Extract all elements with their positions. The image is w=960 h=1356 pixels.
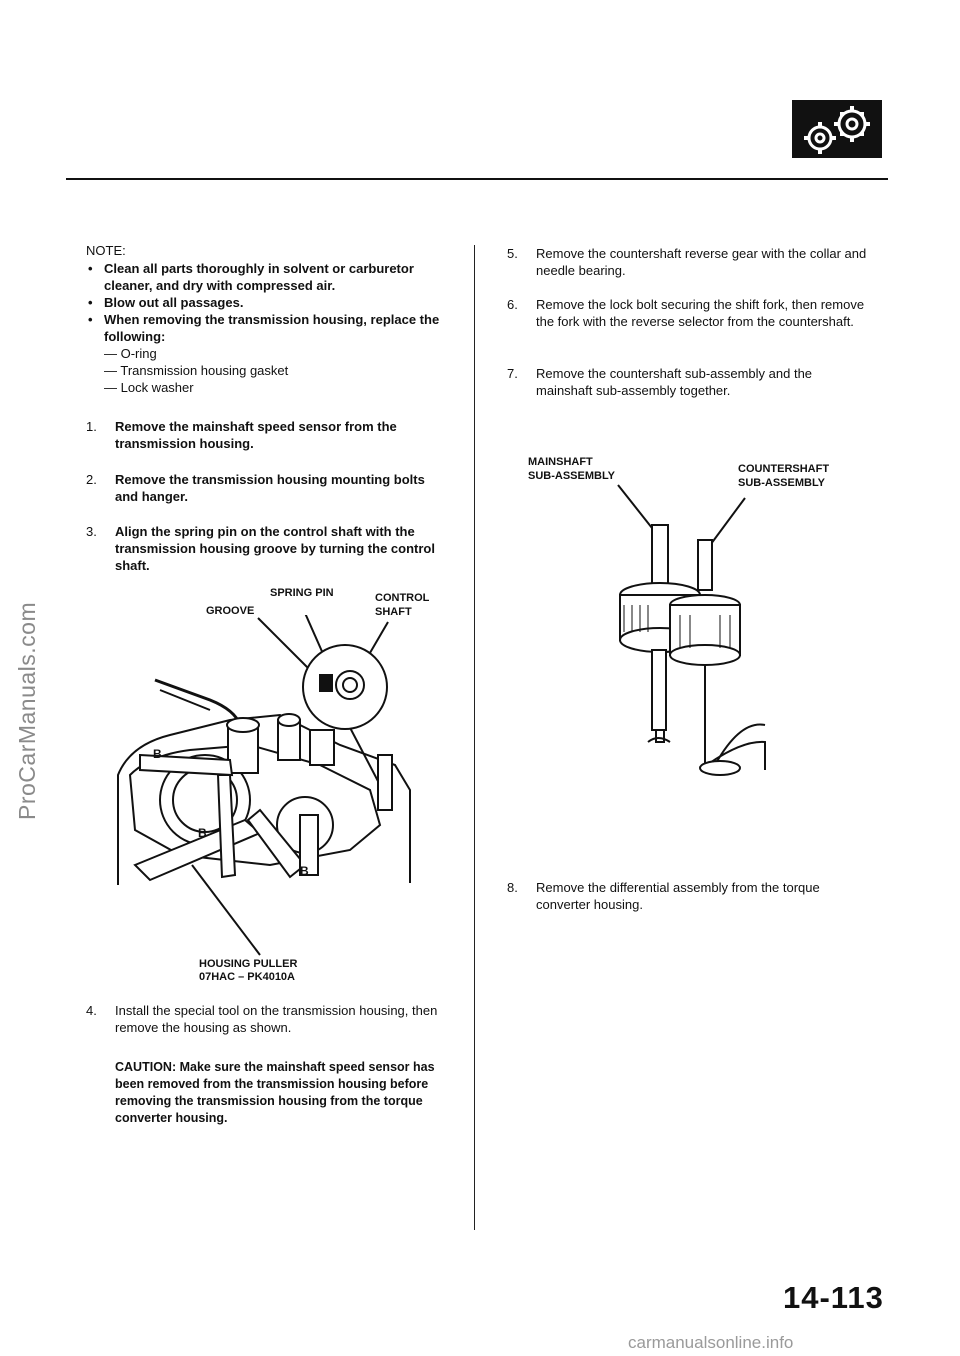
label-mainshaft-2: SUB-ASSEMBLY xyxy=(528,470,615,482)
label-tool-number: 07HAC – PK4010A xyxy=(199,971,295,983)
label-housing-puller: HOUSING PULLER xyxy=(199,958,298,970)
step-text: Align the spring pin on the control shaf… xyxy=(115,524,435,573)
label-groove: GROOVE xyxy=(206,605,255,617)
page-number: 14-113 xyxy=(783,1280,884,1315)
label-control-shaft-2: SHAFT xyxy=(375,606,412,618)
label-control-shaft-1: CONTROL xyxy=(375,592,430,604)
replace-list: — O-ring — Transmission housing gasket —… xyxy=(104,345,448,396)
step-text: Install the special tool on the transmis… xyxy=(115,1003,438,1035)
step-number: 6. xyxy=(507,297,518,312)
step-text: Remove the differential assembly from th… xyxy=(536,880,820,912)
step-text: Remove the countershaft sub-assembly and… xyxy=(536,366,813,398)
replace-item: — Transmission housing gasket xyxy=(104,363,289,378)
transmission-gears-icon xyxy=(792,100,882,158)
replace-item: — Lock washer xyxy=(104,380,194,395)
note-title: NOTE: xyxy=(86,243,126,258)
caution-note: CAUTION: Make sure the mainshaft speed s… xyxy=(115,1060,435,1125)
step-number: 4. xyxy=(86,1003,97,1018)
footer-watermark: carmanualsonline.info xyxy=(628,1333,794,1352)
note-item: Clean all parts thoroughly in solvent or… xyxy=(86,260,448,294)
step-number: 5. xyxy=(507,246,518,261)
note-list: Clean all parts thoroughly in solvent or… xyxy=(86,260,448,396)
side-watermark: ProCarManuals.com xyxy=(14,601,40,820)
note-item-text: When removing the transmission housing, … xyxy=(104,312,440,344)
note-item: Blow out all passages. xyxy=(86,294,448,311)
label-countershaft-1: COUNTERSHAFT xyxy=(738,463,830,475)
step-number: 7. xyxy=(507,366,518,381)
column-divider xyxy=(474,245,475,1230)
label-countershaft-2: SUB-ASSEMBLY xyxy=(738,477,825,489)
shaft-subassembly-illustration xyxy=(617,484,766,776)
note-item: When removing the transmission housing, … xyxy=(86,311,448,396)
puller-bolt-marker: B xyxy=(198,826,207,840)
label-mainshaft-1: MAINSHAFT xyxy=(528,456,593,468)
step-text: Remove the mainshaft speed sensor from t… xyxy=(115,419,397,451)
housing-puller-illustration: B B B xyxy=(117,615,411,956)
replace-item: — O-ring xyxy=(104,346,157,361)
step-number: 8. xyxy=(507,880,518,895)
step-number: 3. xyxy=(86,524,97,539)
puller-bolt-marker: B xyxy=(153,747,162,761)
header-rule xyxy=(66,178,888,180)
step-number: 1. xyxy=(86,419,97,434)
step-number: 2. xyxy=(86,472,97,487)
puller-bolt-marker: B xyxy=(300,864,309,878)
step-text: Remove the lock bolt securing the shift … xyxy=(536,297,865,329)
label-spring-pin: SPRING PIN xyxy=(270,587,334,599)
step-text: Remove the transmission housing mounting… xyxy=(115,472,425,504)
step-text: Remove the countershaft reverse gear wit… xyxy=(536,246,867,278)
